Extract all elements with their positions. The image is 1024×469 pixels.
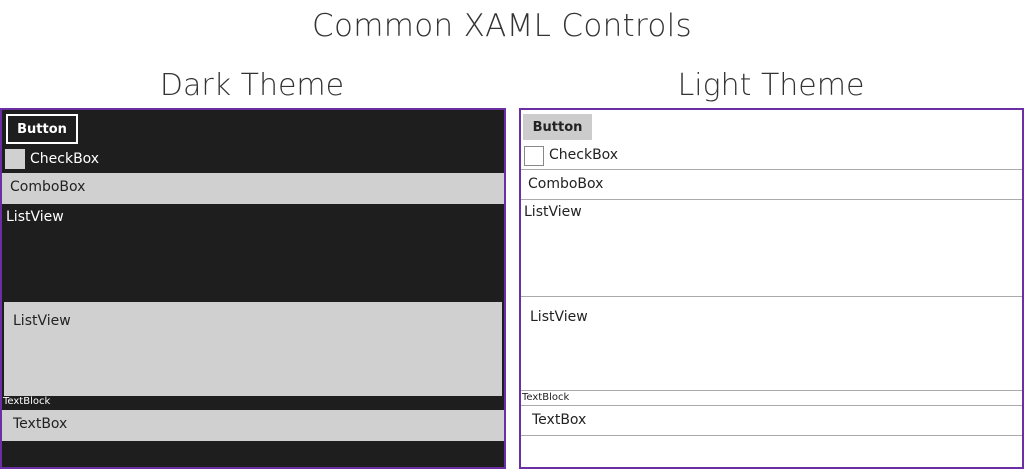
dark-combobox[interactable]: ComboBox — [2, 173, 504, 204]
light-listview-2[interactable]: ListView — [521, 296, 1022, 391]
light-combobox-label: ComboBox — [528, 176, 604, 192]
dark-listview-1[interactable]: ListView — [6, 209, 64, 225]
light-textbox-label: TextBox — [532, 412, 587, 428]
dark-button[interactable]: Button — [6, 114, 78, 144]
light-checkbox-label: CheckBox — [549, 147, 619, 163]
dark-listview-2[interactable]: ListView — [4, 302, 502, 396]
light-checkbox[interactable] — [524, 146, 544, 166]
dark-textbox[interactable]: TextBox — [2, 410, 504, 441]
dark-checkbox[interactable] — [5, 149, 25, 169]
light-theme-heading: Light Theme — [677, 68, 865, 103]
light-button[interactable]: Button — [523, 114, 592, 140]
light-listview-1[interactable]: ListView — [521, 200, 1022, 298]
light-listview-2-label: ListView — [530, 309, 588, 325]
dark-listview-2-label: ListView — [13, 313, 71, 329]
page-title: Common XAML Controls — [312, 8, 692, 44]
dark-theme-heading: Dark Theme — [159, 68, 345, 103]
light-combobox[interactable]: ComboBox — [521, 169, 1022, 200]
dark-combobox-label: ComboBox — [10, 179, 86, 195]
light-textbox[interactable]: TextBox — [521, 405, 1022, 436]
dark-textbox-label: TextBox — [13, 416, 68, 432]
dark-checkbox-label: CheckBox — [30, 151, 100, 167]
light-textblock: TextBlock — [522, 392, 570, 403]
dark-textblock: TextBlock — [3, 396, 51, 407]
light-theme-panel: Button CheckBox ComboBox ListView ListVi… — [519, 108, 1024, 469]
dark-theme-panel: Button CheckBox ComboBox ListView ListVi… — [0, 108, 506, 469]
light-listview-1-label: ListView — [524, 204, 582, 220]
